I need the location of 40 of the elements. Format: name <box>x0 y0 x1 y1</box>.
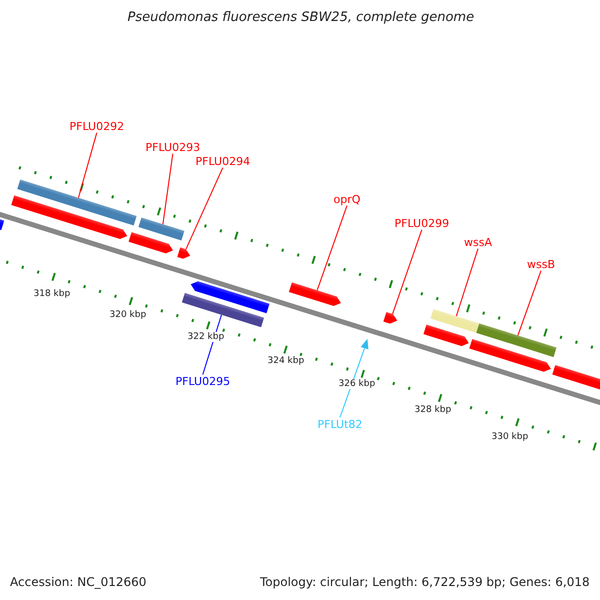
gene-feature <box>469 338 551 372</box>
gene-feature <box>11 195 128 240</box>
leader-line <box>339 348 366 418</box>
scale-label: 330 kbp <box>492 432 528 442</box>
genome-info-text: Topology: circular; Length: 6,722,539 bp; Genes: 6,018 <box>260 575 590 590</box>
gene-label: PFLU0299 <box>394 216 450 230</box>
scale-label: 328 kbp <box>414 404 452 416</box>
gene-bar <box>476 323 557 358</box>
gene-label: wssA <box>464 236 492 249</box>
leader-line <box>185 167 224 250</box>
gene-feature <box>177 247 190 259</box>
scale-label: 326 kbp <box>338 378 376 390</box>
leader-line <box>392 229 422 314</box>
gene-feature <box>423 324 469 346</box>
gene-label: PFLU0295 <box>176 374 230 388</box>
trna-marker <box>360 338 368 350</box>
gene-label: PFLU0292 <box>70 120 124 133</box>
gene-label: PFLUt82 <box>318 418 362 431</box>
scale-label: 324 kbp <box>268 356 304 366</box>
gene-bar <box>430 308 480 333</box>
gene-label: oprQ <box>334 192 360 206</box>
scale-label: 322 kbp <box>188 332 224 342</box>
diagram-title: Pseudomonas fluorescens SBW25, complete genome <box>128 10 474 26</box>
gene-feature <box>128 232 174 254</box>
leader-line <box>162 153 174 225</box>
scale-label: 318 kbp <box>34 288 70 300</box>
gene-label: wssB <box>527 258 556 271</box>
leader-line <box>517 270 542 336</box>
gene-feature <box>383 312 398 324</box>
gene-feature <box>288 282 341 306</box>
gene-label: PFLU0294 <box>196 154 250 168</box>
leader-line <box>316 205 348 291</box>
gene-bar <box>182 292 264 328</box>
gene-bar <box>17 179 137 226</box>
gene-bar <box>138 217 184 240</box>
gene-label: PFLU0293 <box>146 140 200 154</box>
scale-label: 320 kbp <box>110 310 146 320</box>
leader-line <box>78 132 98 198</box>
gene-feature <box>190 281 270 314</box>
accession-text: Accession: NC_012660 <box>10 575 146 590</box>
